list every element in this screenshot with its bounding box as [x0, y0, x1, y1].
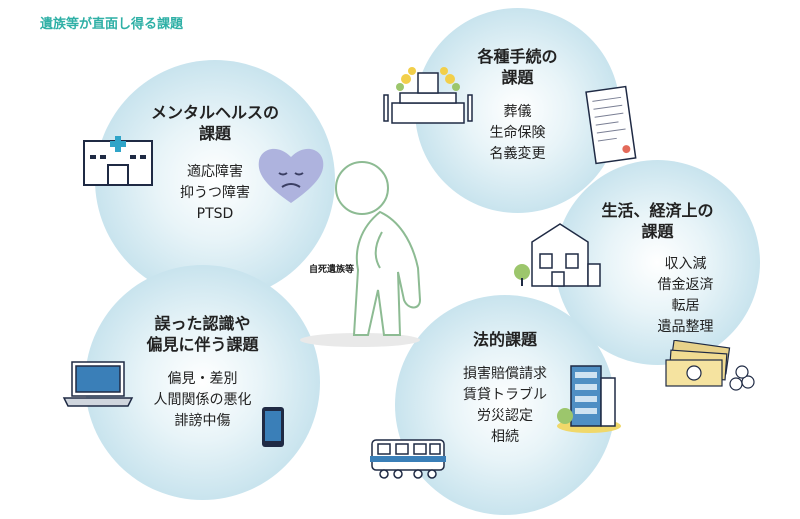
bubble-items: 偏見・差別 人間関係の悪化 誹謗中傷	[85, 369, 320, 432]
bubble-title: 法的課題	[472, 330, 537, 349]
bubble-prejudice: 誤った認識や 偏見に伴う課題 偏見・差別 人間関係の悪化 誹謗中傷	[85, 265, 320, 500]
list-item: 転居	[671, 298, 700, 314]
bubble-economic: 生活、経済上の 課題 収入減 借金返済 転居 遺品整理	[555, 160, 760, 365]
train-icon	[370, 439, 446, 479]
list-item: 損害賠償請求	[463, 366, 547, 382]
laptop-icon	[62, 361, 134, 407]
list-item: 名義変更	[489, 146, 546, 162]
smartphone-icon	[262, 407, 284, 447]
list-item: 相続	[491, 429, 519, 445]
list-item: 偏見・差別	[167, 371, 238, 387]
bubble-items: 適応障害 抑うつ障害 PTSD	[95, 162, 335, 225]
sad-heart-icon	[258, 148, 324, 203]
standing-person-icon	[300, 161, 422, 347]
house-icon	[514, 223, 601, 287]
bubble-items: 葬儀 生命保険 名義変更	[415, 102, 620, 165]
list-item: 適応障害	[187, 164, 243, 180]
money-icon	[665, 340, 755, 391]
bubble-title: 各種手続の 課題	[477, 47, 558, 87]
bubble-items: 損害賠償請求 賃貸トラブル 労災認定 相続	[395, 364, 615, 448]
list-item: 賃貸トラブル	[463, 387, 547, 403]
bubble-title: 誤った認識や 偏見に伴う課題	[146, 314, 259, 354]
building-icon	[557, 365, 621, 433]
bubble-title: メンタルヘルスの 課題	[150, 103, 279, 143]
bubble-items: 収入減 借金返済 転居 遺品整理	[555, 254, 760, 338]
hospital-icon	[83, 136, 153, 186]
list-item: 遺品整理	[657, 319, 714, 335]
list-item: 借金返済	[657, 277, 714, 293]
list-item: 葬儀	[503, 104, 532, 120]
list-item: 労災認定	[477, 408, 533, 424]
center-label: 自死遺族等	[309, 265, 355, 275]
funeral-altar-icon	[383, 67, 473, 124]
list-item: 抑うつ障害	[180, 185, 250, 201]
list-item: 誹謗中傷	[174, 413, 231, 429]
page-title: 遺族等が直面し得る課題	[40, 17, 184, 32]
bubble-title: 生活、経済上の 課題	[601, 201, 714, 241]
list-item: PTSD	[196, 206, 234, 222]
list-item: 人間関係の悪化	[153, 392, 252, 408]
list-item: 生命保険	[489, 125, 546, 141]
document-icon	[585, 85, 637, 165]
list-item: 収入減	[664, 256, 707, 272]
